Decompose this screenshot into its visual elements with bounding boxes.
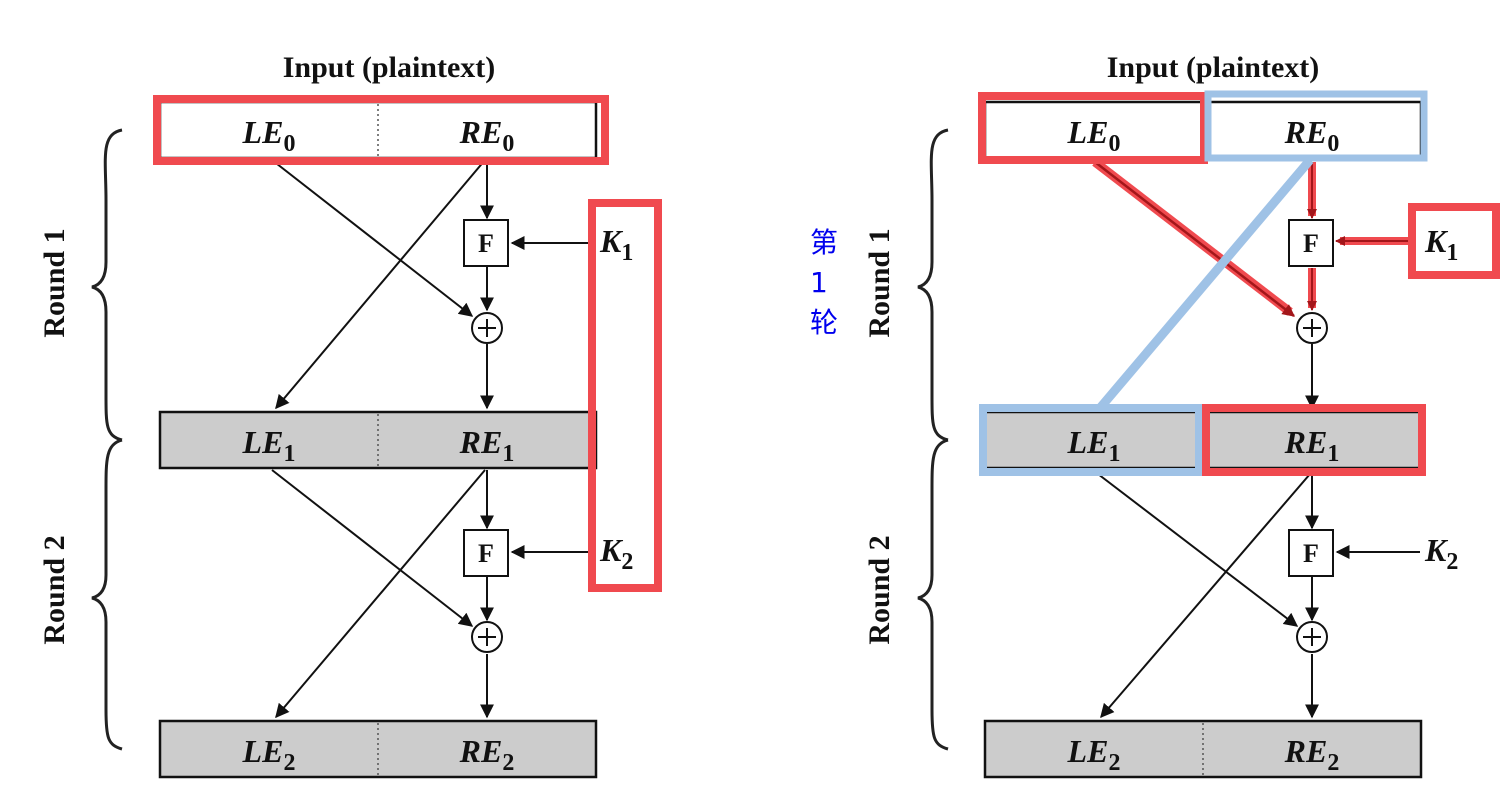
right-xor-2: [1296, 621, 1328, 653]
left-re1: RE1: [459, 424, 515, 467]
right-k2: K2: [1424, 532, 1458, 575]
left-k1: K1: [599, 223, 633, 266]
left-round1-brace: [91, 128, 123, 442]
left-round1-label: Round 1: [38, 228, 71, 337]
right-round1-brace: [917, 128, 949, 442]
right-le1-highlight: [979, 404, 1203, 476]
left-xor-2: [471, 621, 503, 653]
annotation-char-1: 第: [810, 226, 838, 259]
left-input-highlight: [153, 95, 609, 165]
right-f-label-2: F: [1303, 539, 1319, 568]
right-round1-red-flows: [1092, 158, 1410, 317]
right-f-box-1: [1288, 219, 1334, 267]
left-f-box-2: [463, 529, 509, 577]
left-f-label-2: F: [478, 539, 494, 568]
left-xor-1: [471, 312, 503, 344]
left-keys-highlight: [588, 199, 662, 592]
left-input-title: Input (plaintext): [283, 51, 496, 84]
right-k1-highlight: [1408, 203, 1500, 279]
right-re1-highlight: [1202, 404, 1426, 476]
left-re2: RE2: [459, 733, 515, 776]
right-f-box-2: [1288, 529, 1334, 577]
right-xor-1: [1296, 312, 1328, 344]
right-re0: RE0: [1284, 114, 1340, 157]
left-le2: LE2: [242, 733, 296, 776]
right-re0-highlight: [1204, 90, 1428, 162]
right-round1-blue-flow: [1096, 157, 1314, 411]
left-f-label-1: F: [478, 229, 494, 258]
right-round1-label: Round 1: [863, 228, 896, 337]
left-le0: LE0: [242, 114, 296, 157]
annotation-char-2: 1: [810, 266, 828, 299]
left-le1: LE1: [242, 424, 296, 467]
right-input-title: Input (plaintext): [1107, 51, 1320, 84]
right-le0-highlight: [978, 92, 1208, 164]
left-round2-brace: [91, 438, 123, 751]
left-re0: RE0: [459, 114, 515, 157]
left-round1-arrows: [271, 159, 590, 410]
left-f-box-1: [463, 219, 509, 267]
right-re2: RE2: [1284, 733, 1340, 776]
right-le2: LE2: [1067, 733, 1121, 776]
right-round2-label: Round 2: [863, 535, 896, 644]
right-round2-brace: [917, 438, 949, 751]
right-panel: Input (plaintext) 第 1 轮 Round 1 Round 2 …: [810, 51, 1500, 779]
right-le0: LE0: [1067, 114, 1121, 157]
left-k2: K2: [599, 532, 633, 575]
right-round2-arrows: [1097, 473, 1420, 719]
left-round2-label: Round 2: [38, 535, 71, 644]
right-k1: K1: [1424, 223, 1458, 266]
right-f-label-1: F: [1303, 229, 1319, 258]
annotation-char-3: 轮: [810, 306, 838, 339]
left-round2-arrows: [271, 469, 590, 719]
left-panel: Input (plaintext) Round 1 Round 2 LE0 RE…: [38, 51, 662, 779]
right-re1: RE1: [1284, 424, 1340, 467]
right-le1: LE1: [1067, 424, 1121, 467]
